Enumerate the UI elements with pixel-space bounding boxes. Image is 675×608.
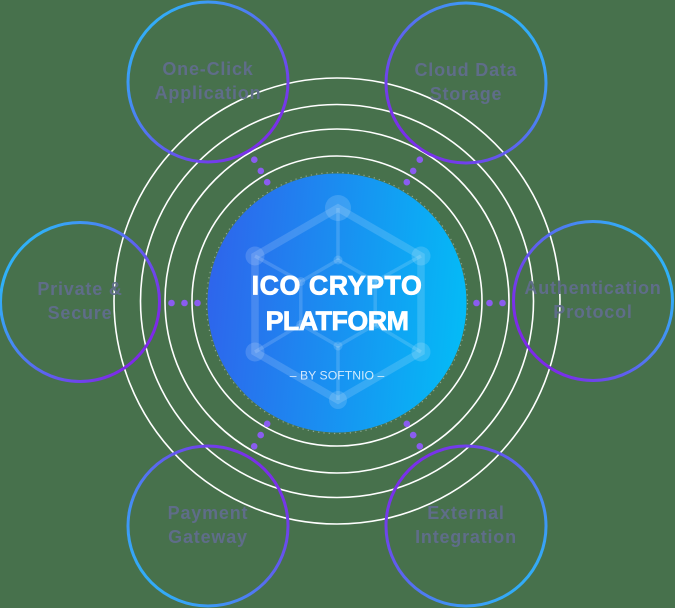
svg-text:ICO CRYPTO: ICO CRYPTO [252,270,423,300]
svg-text:Protocol: Protocol [553,302,632,322]
svg-text:Integration: Integration [415,527,517,547]
svg-text:Payment: Payment [168,503,249,523]
svg-text:Cloud Data: Cloud Data [414,60,517,80]
svg-text:Private &: Private & [37,279,122,299]
svg-text:Authentication: Authentication [524,278,661,298]
svg-text:Storage: Storage [430,84,503,104]
svg-text:External: External [427,503,504,523]
svg-text:– BY SOFTNIO –: – BY SOFTNIO – [290,369,385,383]
svg-text:Gateway: Gateway [168,527,248,547]
svg-text:PLATFORM: PLATFORM [266,306,409,336]
svg-text:One-Click: One-Click [162,59,253,79]
svg-text:Secure: Secure [48,303,113,323]
svg-text:Application: Application [155,83,262,103]
